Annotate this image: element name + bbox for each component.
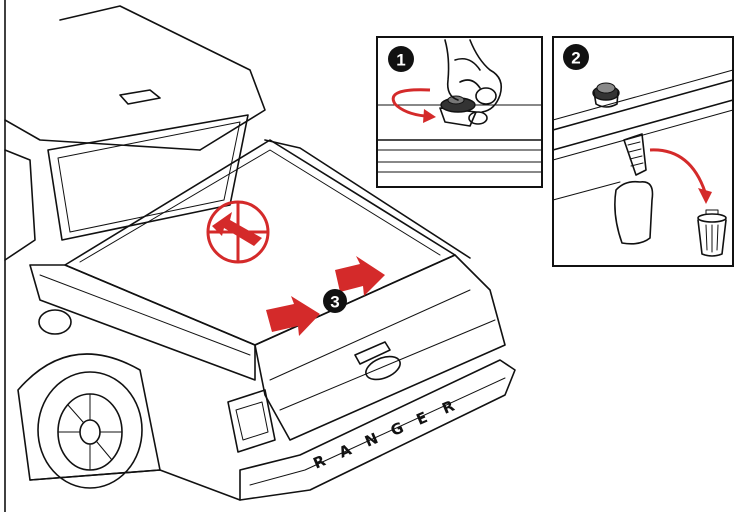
hub [80, 420, 100, 444]
tail-light-inner [236, 402, 268, 440]
oval-emblem [363, 352, 404, 384]
step-1-number: 1 [396, 51, 405, 70]
bed-side-crease [40, 275, 250, 355]
forward-arrow-icon [208, 202, 268, 262]
step-1-panel: 1 [377, 37, 542, 187]
step-3-number: 3 [330, 293, 339, 312]
bed-side-wall [30, 265, 255, 380]
third-brake-light [120, 90, 160, 104]
tailgate-handle [355, 342, 390, 364]
brand-letter-4: G [388, 418, 407, 440]
cab-roof [60, 6, 265, 150]
step-2-panel: 2 [553, 37, 733, 266]
rear-window [48, 115, 248, 240]
step-2-number: 2 [571, 49, 580, 68]
step-3-badge: 3 [323, 289, 347, 313]
tailgate-brand: R A N G E R [311, 396, 458, 472]
tailgate [255, 255, 505, 440]
rocker-panel [30, 470, 240, 500]
brand-letter-1: R [311, 451, 330, 472]
fuel-door [39, 310, 71, 334]
cab-side-window [5, 150, 35, 260]
rear-bumper [240, 360, 515, 500]
bumper-step [250, 378, 505, 485]
cab-roof-edge [5, 120, 200, 150]
